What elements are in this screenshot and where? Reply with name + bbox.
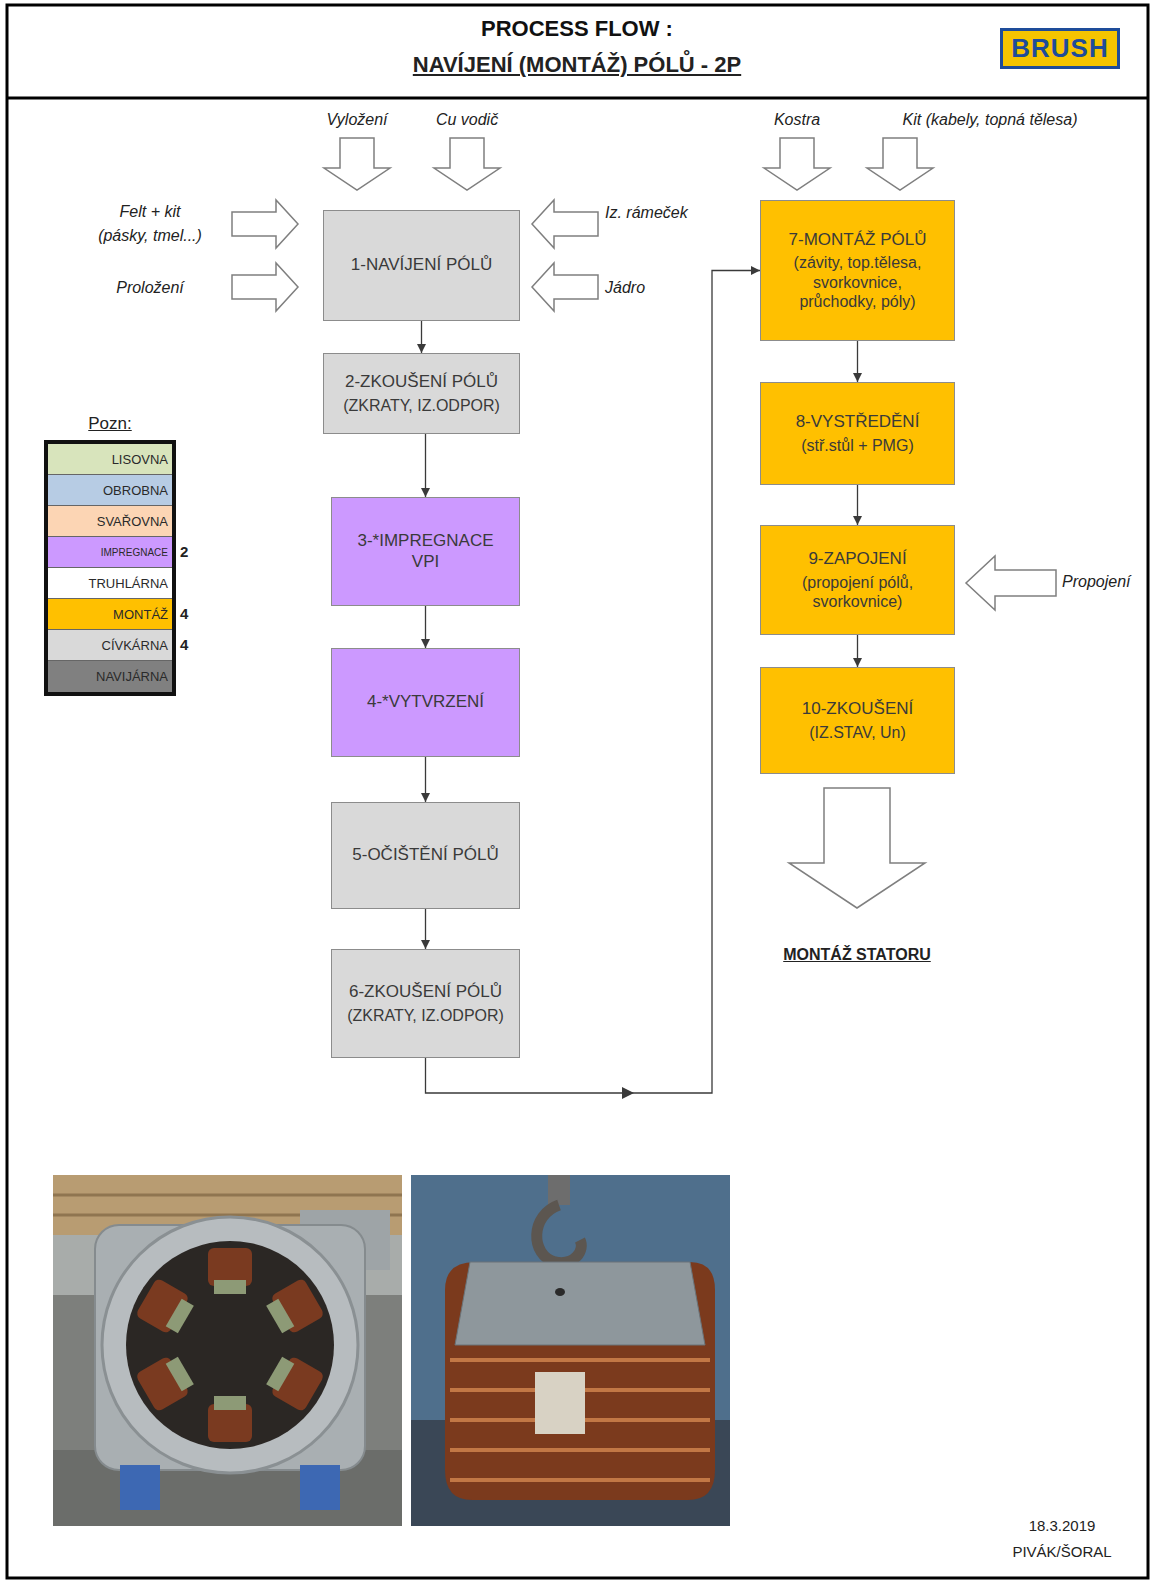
step-detail: (stř.stůl + PMG) bbox=[801, 436, 913, 455]
block-arrow bbox=[324, 138, 390, 190]
legend-text: CÍVKÁRNA bbox=[102, 638, 168, 653]
block-arrow bbox=[532, 263, 598, 311]
process-box: 4-*VYTVRZENÍ bbox=[331, 648, 520, 757]
date-note: 18.3.2019 bbox=[1029, 1517, 1096, 1535]
input-label: Vyložení bbox=[326, 110, 387, 129]
flow-arrow bbox=[425, 757, 426, 802]
input-label: Kostra bbox=[774, 110, 820, 129]
author-note: PIVÁK/ŠORAL bbox=[1012, 1543, 1111, 1561]
step-title: 1-NAVÍJENÍ PÓLŮ bbox=[351, 255, 492, 275]
test-box: 6-ZKOUŠENÍ PÓLŮ (ZKRATY, IZ.ODPOR) bbox=[331, 949, 520, 1058]
legend-text: TRUHLÁRNA bbox=[89, 576, 168, 591]
flow-arrow bbox=[857, 341, 858, 382]
header-rule bbox=[7, 97, 1148, 100]
flow-arrow bbox=[425, 434, 426, 497]
legend-swatch: NAVIJÁRNA bbox=[48, 661, 172, 692]
input-label: Jádro bbox=[605, 278, 645, 297]
legend-swatch: IMPREGNACE bbox=[48, 537, 172, 568]
count-number: 4 bbox=[180, 605, 188, 623]
step-detail: (ZKRATY, IZ.ODPOR) bbox=[347, 1006, 504, 1025]
legend-text: LISOVNA bbox=[112, 452, 168, 467]
page-title: PROCESS FLOW : bbox=[481, 16, 673, 42]
output-arrow bbox=[789, 788, 925, 908]
stator-photo bbox=[53, 1175, 402, 1526]
block-arrow bbox=[764, 138, 830, 190]
process-box: 1-NAVÍJENÍ PÓLŮ bbox=[323, 210, 520, 321]
test-box: 10-ZKOUŠENÍ (IZ.STAV, Un) bbox=[760, 667, 955, 774]
step-title: 9-ZAPOJENÍ bbox=[808, 549, 906, 569]
input-arrows bbox=[232, 138, 1056, 908]
step-title: 7-MONTÁŽ PÓLŮ bbox=[789, 230, 927, 250]
legend-text: MONTÁŽ bbox=[113, 607, 168, 622]
block-arrow bbox=[434, 138, 500, 190]
step-title: 3-*IMPREGNACE VPI bbox=[346, 531, 506, 572]
block-arrow bbox=[232, 263, 298, 311]
page-subtitle: NAVÍJENÍ (MONTÁŽ) PÓLŮ - 2P bbox=[413, 52, 741, 78]
input-label: Cu vodič bbox=[436, 110, 498, 129]
pole-coil-photo bbox=[411, 1175, 730, 1526]
step-title: 10-ZKOUŠENÍ bbox=[802, 699, 913, 719]
flow-arrow bbox=[425, 909, 426, 949]
block-arrow bbox=[532, 200, 598, 248]
flow-arrow bbox=[857, 485, 858, 525]
step-detail: (IZ.STAV, Un) bbox=[809, 723, 906, 742]
step-title: 4-*VYTVRZENÍ bbox=[367, 692, 484, 712]
input-label: Propojení bbox=[1062, 572, 1131, 591]
output-label: MONTÁŽ STATORU bbox=[783, 945, 931, 964]
legend-swatch: CÍVKÁRNA bbox=[48, 630, 172, 661]
process-box: 7-MONTÁŽ PÓLŮ (závity, top.tělesa, svorko… bbox=[760, 200, 955, 341]
process-box: 9-ZAPOJENÍ (propojení pólů, svorkovnice) bbox=[760, 525, 955, 635]
input-label: Iz. rámeček bbox=[605, 203, 688, 222]
block-arrow bbox=[966, 556, 1056, 610]
legend-text: SVAŘOVNA bbox=[97, 514, 168, 529]
flow-arrow bbox=[425, 606, 426, 648]
process-box: 3-*IMPREGNACE VPI bbox=[331, 497, 520, 606]
legend-heading: Pozn: bbox=[88, 414, 131, 434]
flow-arrow bbox=[857, 635, 858, 667]
step-title: 2-ZKOUŠENÍ PÓLŮ bbox=[345, 372, 498, 392]
legend-text: IMPREGNACE bbox=[101, 547, 168, 558]
legend-text: OBROBNA bbox=[103, 483, 168, 498]
company-logo: BRUSH bbox=[1000, 28, 1119, 69]
step-detail: (ZKRATY, IZ.ODPOR) bbox=[343, 396, 500, 415]
step-detail: (propojení pólů, svorkovnice) bbox=[778, 573, 938, 611]
legend-text: NAVIJÁRNA bbox=[96, 669, 168, 684]
input-label: Kit (kabely, topná tělesa) bbox=[903, 110, 1078, 129]
page-border bbox=[7, 5, 1148, 1578]
legend-swatch: SVAŘOVNA bbox=[48, 506, 172, 537]
count-number: 4 bbox=[180, 636, 188, 654]
legend-swatch: OBROBNA bbox=[48, 475, 172, 506]
test-box: 2-ZKOUŠENÍ PÓLŮ (ZKRATY, IZ.ODPOR) bbox=[323, 353, 520, 434]
process-box: 8-VYSTŘEDĚNÍ (stř.stůl + PMG) bbox=[760, 382, 955, 485]
count-number: 2 bbox=[180, 543, 188, 561]
legend-frame: LISOVNA OBROBNA SVAŘOVNA IMPREGNACE TRUHLÁRN… bbox=[44, 440, 176, 696]
input-label: Felt + kit (pásky, tmel...) bbox=[94, 200, 206, 248]
step-title: 8-VYSTŘEDĚNÍ bbox=[796, 412, 920, 432]
process-box: 5-OČIŠTĚNÍ PÓLŮ bbox=[331, 802, 520, 909]
legend-swatch: TRUHLÁRNA bbox=[48, 568, 172, 599]
step-detail: (závity, top.tělesa, svorkovnice, průcho… bbox=[778, 253, 938, 311]
legend-swatch: MONTÁŽ bbox=[48, 599, 172, 630]
step-title: 6-ZKOUŠENÍ PÓLŮ bbox=[349, 982, 502, 1002]
input-label: Proložení bbox=[116, 278, 184, 297]
legend-swatch: LISOVNA bbox=[48, 444, 172, 475]
step-title: 5-OČIŠTĚNÍ PÓLŮ bbox=[352, 845, 498, 865]
flow-arrow bbox=[421, 321, 422, 353]
block-arrow bbox=[232, 200, 298, 248]
block-arrow bbox=[867, 138, 933, 190]
